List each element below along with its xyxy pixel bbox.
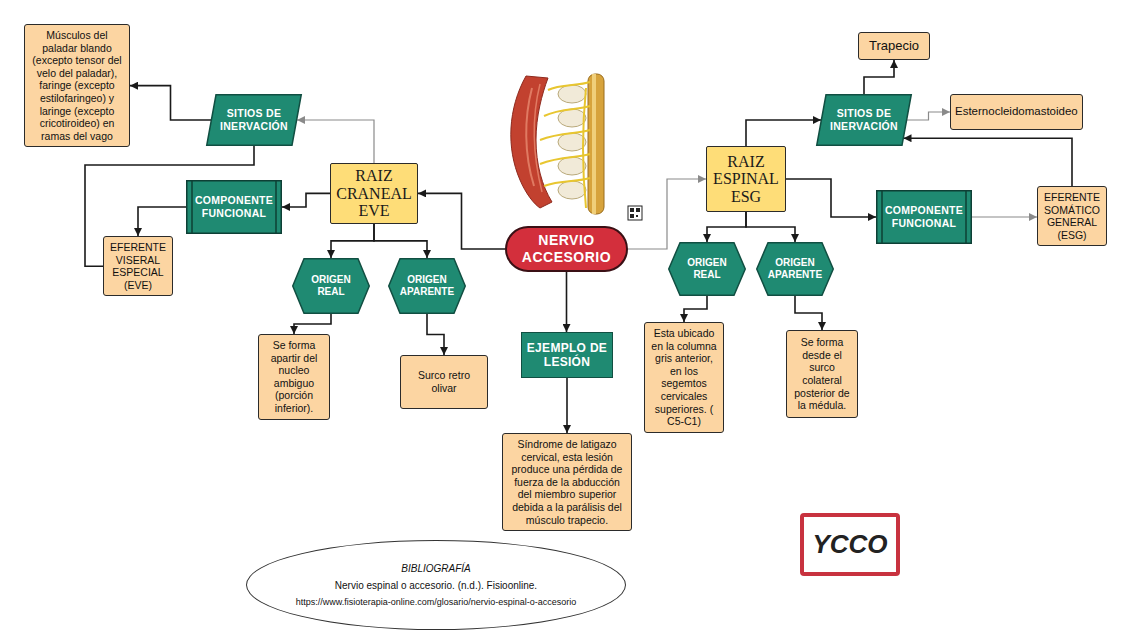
connector-arrow [786,179,876,217]
connector-arrow [331,224,374,258]
author-box: YCCO [800,513,900,576]
connector-arrow [282,193,330,207]
node-text: SITIOS DE INERVACIÓN [218,107,290,132]
root-box: RAIZ ESPINAL ESG [706,146,786,212]
connector-arrow [746,120,821,146]
muscle-fibre [526,88,534,186]
hexagon-shape [293,259,370,314]
node-text: Síndrome de latigazo cervical, esta lesi… [507,438,627,526]
node-text: ORIGEN REAL [302,274,360,298]
process-bar [965,191,967,244]
info-box: EFERENTE SOMÁTICO GENERAL (ESG) [1037,186,1107,246]
muscle-shape [511,76,552,208]
process-bar [191,181,193,234]
hexagon-shape [389,259,466,314]
node-text: COMPONENTE FUNCIONAL [885,204,963,229]
component-box: COMPONENTE FUNCIONAL [186,180,282,234]
node-text: https://www.fisioterapia-online.com/glos… [296,597,577,607]
origin-hexagon: ORIGEN APARENTE [388,258,466,314]
node-text: YCCO [812,529,887,560]
accessory-nerve [540,82,590,208]
info-box: EFERENTE VISERAL ESPECIAL (EVE) [103,236,173,296]
spinal-cord-highlight [592,74,596,214]
connector-arrow [907,112,950,120]
connector-arrow [418,193,505,249]
node-text: ORIGEN APARENTE [766,257,824,281]
hexagon-shape [757,243,834,296]
qr-code [628,206,642,220]
hexagon-shape [669,243,746,296]
process-bar [881,191,883,244]
connector-arrow [707,212,746,242]
connector-arrow [684,296,707,322]
connector-arrow [746,212,795,242]
node-text: Trapecio [869,38,919,54]
node-text: EFERENTE VISERAL ESPECIAL (EVE) [108,241,168,291]
node-text: EFERENTE SOMÁTICO GENERAL (ESG) [1042,191,1102,241]
node-text: Se forma apartir del nucleo ambiguo (por… [263,339,325,415]
lesion-box: EJEMPLO DE LESIÓN [521,332,613,378]
connector-arrow [374,224,427,258]
spinal-cord [588,74,604,214]
info-box: Síndrome de latigazo cervical, esta lesi… [502,433,632,531]
connector-arrow [138,207,186,236]
connector-arrow [628,179,706,249]
node-text: Músculos del paladar blando (excepto ten… [29,29,125,142]
info-box: Se forma apartir del nucleo ambiguo (por… [258,334,330,420]
muscle-fibre [534,84,542,192]
node-text: SITIOS DE INERVACIÓN [828,107,900,132]
node-text: BIBLIOGRAFÍA [401,563,470,574]
parallelogram-shape [817,95,912,146]
node-text: Esternocleidomastoideo [955,105,1078,119]
info-box: Esternocleidomastoideo [950,94,1083,130]
component-box: COMPONENTE FUNCIONAL [876,190,972,244]
connector-arrow [566,378,568,433]
node-text: ORIGEN REAL [678,257,736,281]
root-box: RAIZ CRANEAL EVE [330,163,418,224]
process-shape [187,181,282,234]
info-box: Músculos del paladar blando (excepto ten… [24,24,130,147]
connector-arrow [427,314,444,355]
sites-parallelogram: SITIOS DE INERVACIÓN [816,94,912,146]
info-box: Surco retro olivar [400,355,488,409]
origin-hexagon: ORIGEN APARENTE [756,242,834,296]
node-text: RAIZ ESPINAL ESG [710,153,782,206]
bibliography-ellipse: BIBLIOGRAFÍA Nervio espinal o accesorio. … [246,540,626,630]
node-text: Surco retro olivar [405,369,483,394]
process-bar [275,181,277,234]
origin-hexagon: ORIGEN REAL [292,258,370,314]
connector-arrow [864,60,894,94]
node-text: ORIGEN APARENTE [398,274,456,298]
node-text: Se forma desde el surco colateral poster… [791,336,853,412]
connector-arrow [795,296,822,330]
node-text: COMPONENTE FUNCIONAL [195,194,273,219]
info-box: Se forma desde el surco colateral poster… [786,330,858,418]
parallelogram-shape [207,95,302,146]
sites-parallelogram: SITIOS DE INERVACIÓN [206,94,302,146]
node-text: NERVIO ACCESORIO [515,232,618,266]
connector-arrow [294,314,331,334]
connector-arrow [566,272,568,332]
node-text: EJEMPLO DE LESIÓN [526,341,608,370]
node-text: Nervio espinal o accesorio. (n.d.). Fisi… [335,580,537,591]
nerve-illustration [490,68,646,224]
info-box: Trapecio [858,32,930,60]
connector-arrow [297,120,374,163]
connector-arrow [130,86,211,120]
process-shape [877,191,972,244]
node-text: Esta ubicado en la columna gris anterior… [649,327,719,428]
main-node-pill: NERVIO ACCESORIO [505,226,628,272]
connector-arrow [972,216,1037,217]
info-box: Esta ubicado en la columna gris anterior… [644,322,724,433]
illustration-ground [490,68,646,224]
origin-hexagon: ORIGEN REAL [668,242,746,296]
connector-arrow [904,138,1073,186]
node-text: RAIZ CRANEAL EVE [334,167,414,220]
